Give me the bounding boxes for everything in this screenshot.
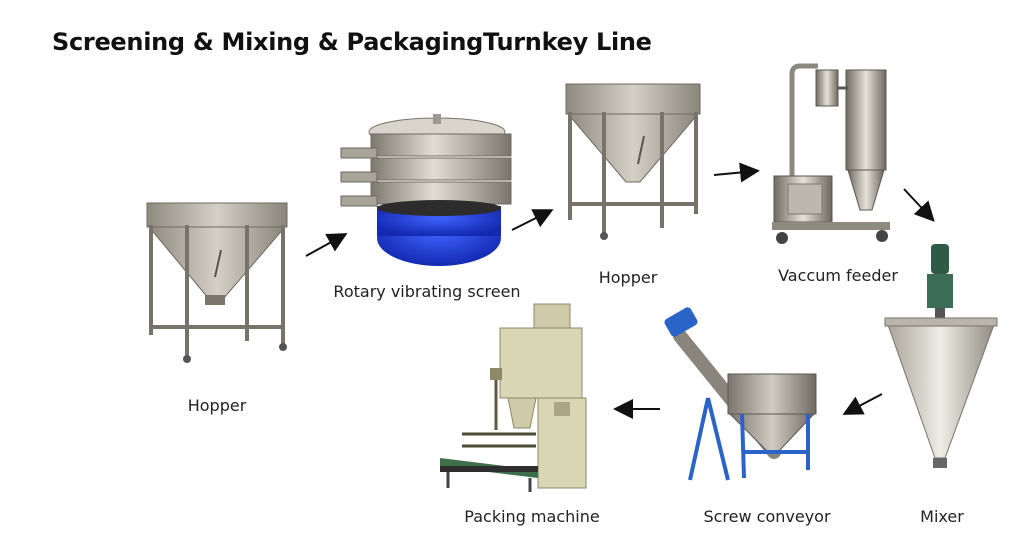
rotary-vibrating-screen-label: Rotary vibrating screen — [333, 282, 521, 301]
page-title: Screening & Mixing & PackagingTurnkey Li… — [52, 28, 652, 56]
packing-machine-icon — [440, 303, 587, 492]
arrow-feeder-to-mixer — [903, 188, 935, 222]
vacuum-feeder-icon — [772, 63, 890, 244]
arrow-hopper2-to-feeder — [713, 162, 760, 183]
arrow-screen-to-hopper2 — [511, 209, 554, 231]
screw-conveyor-label: Screw conveyor — [703, 507, 831, 526]
mixer-label: Mixer — [920, 507, 964, 526]
hopper-2-label: Hopper — [598, 268, 658, 287]
arrow-hopper1-to-screen — [305, 233, 348, 257]
conical-mixer-icon — [884, 244, 998, 468]
hopper-icon — [146, 202, 288, 363]
vaccum-feeder-label: Vaccum feeder — [778, 266, 898, 285]
packing-machine-label: Packing machine — [464, 507, 600, 526]
hopper-1-label: Hopper — [187, 396, 247, 415]
vibrating-screen-icon — [340, 114, 512, 266]
hopper-icon — [565, 83, 701, 240]
screw-conveyor-icon — [664, 307, 817, 481]
arrow-mixer-to-conveyor — [842, 393, 883, 415]
